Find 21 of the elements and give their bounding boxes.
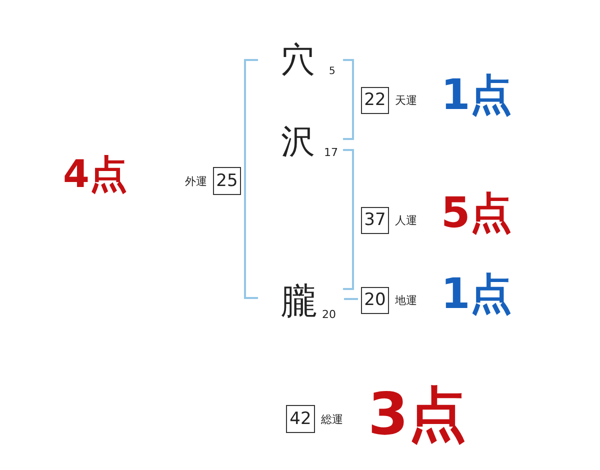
number-box: 25 [213, 167, 241, 195]
kanji-character: 沢 [281, 125, 315, 159]
score-text: 1点 [441, 273, 512, 315]
score-text: 4点 [63, 155, 128, 193]
score-text: 5点 [441, 192, 512, 234]
category-label: 天運 [395, 95, 417, 106]
category-label: 外運 [185, 176, 207, 186]
stroke-count: 17 [324, 147, 338, 158]
stroke-count: 5 [329, 67, 336, 77]
kanji-character: 朧 [281, 284, 317, 320]
kanji-character: 穴 [281, 43, 315, 77]
number-box: 22 [361, 87, 389, 114]
number-box: 20 [361, 287, 389, 314]
category-label: 人運 [395, 215, 417, 226]
stroke-count: 20 [322, 309, 336, 320]
category-label: 地運 [395, 295, 417, 306]
score-text: 3点 [368, 385, 466, 443]
score-text: 1点 [441, 74, 512, 116]
number-box: 42 [286, 405, 315, 433]
category-label: 総運 [321, 414, 343, 424]
number-box: 37 [361, 207, 389, 234]
